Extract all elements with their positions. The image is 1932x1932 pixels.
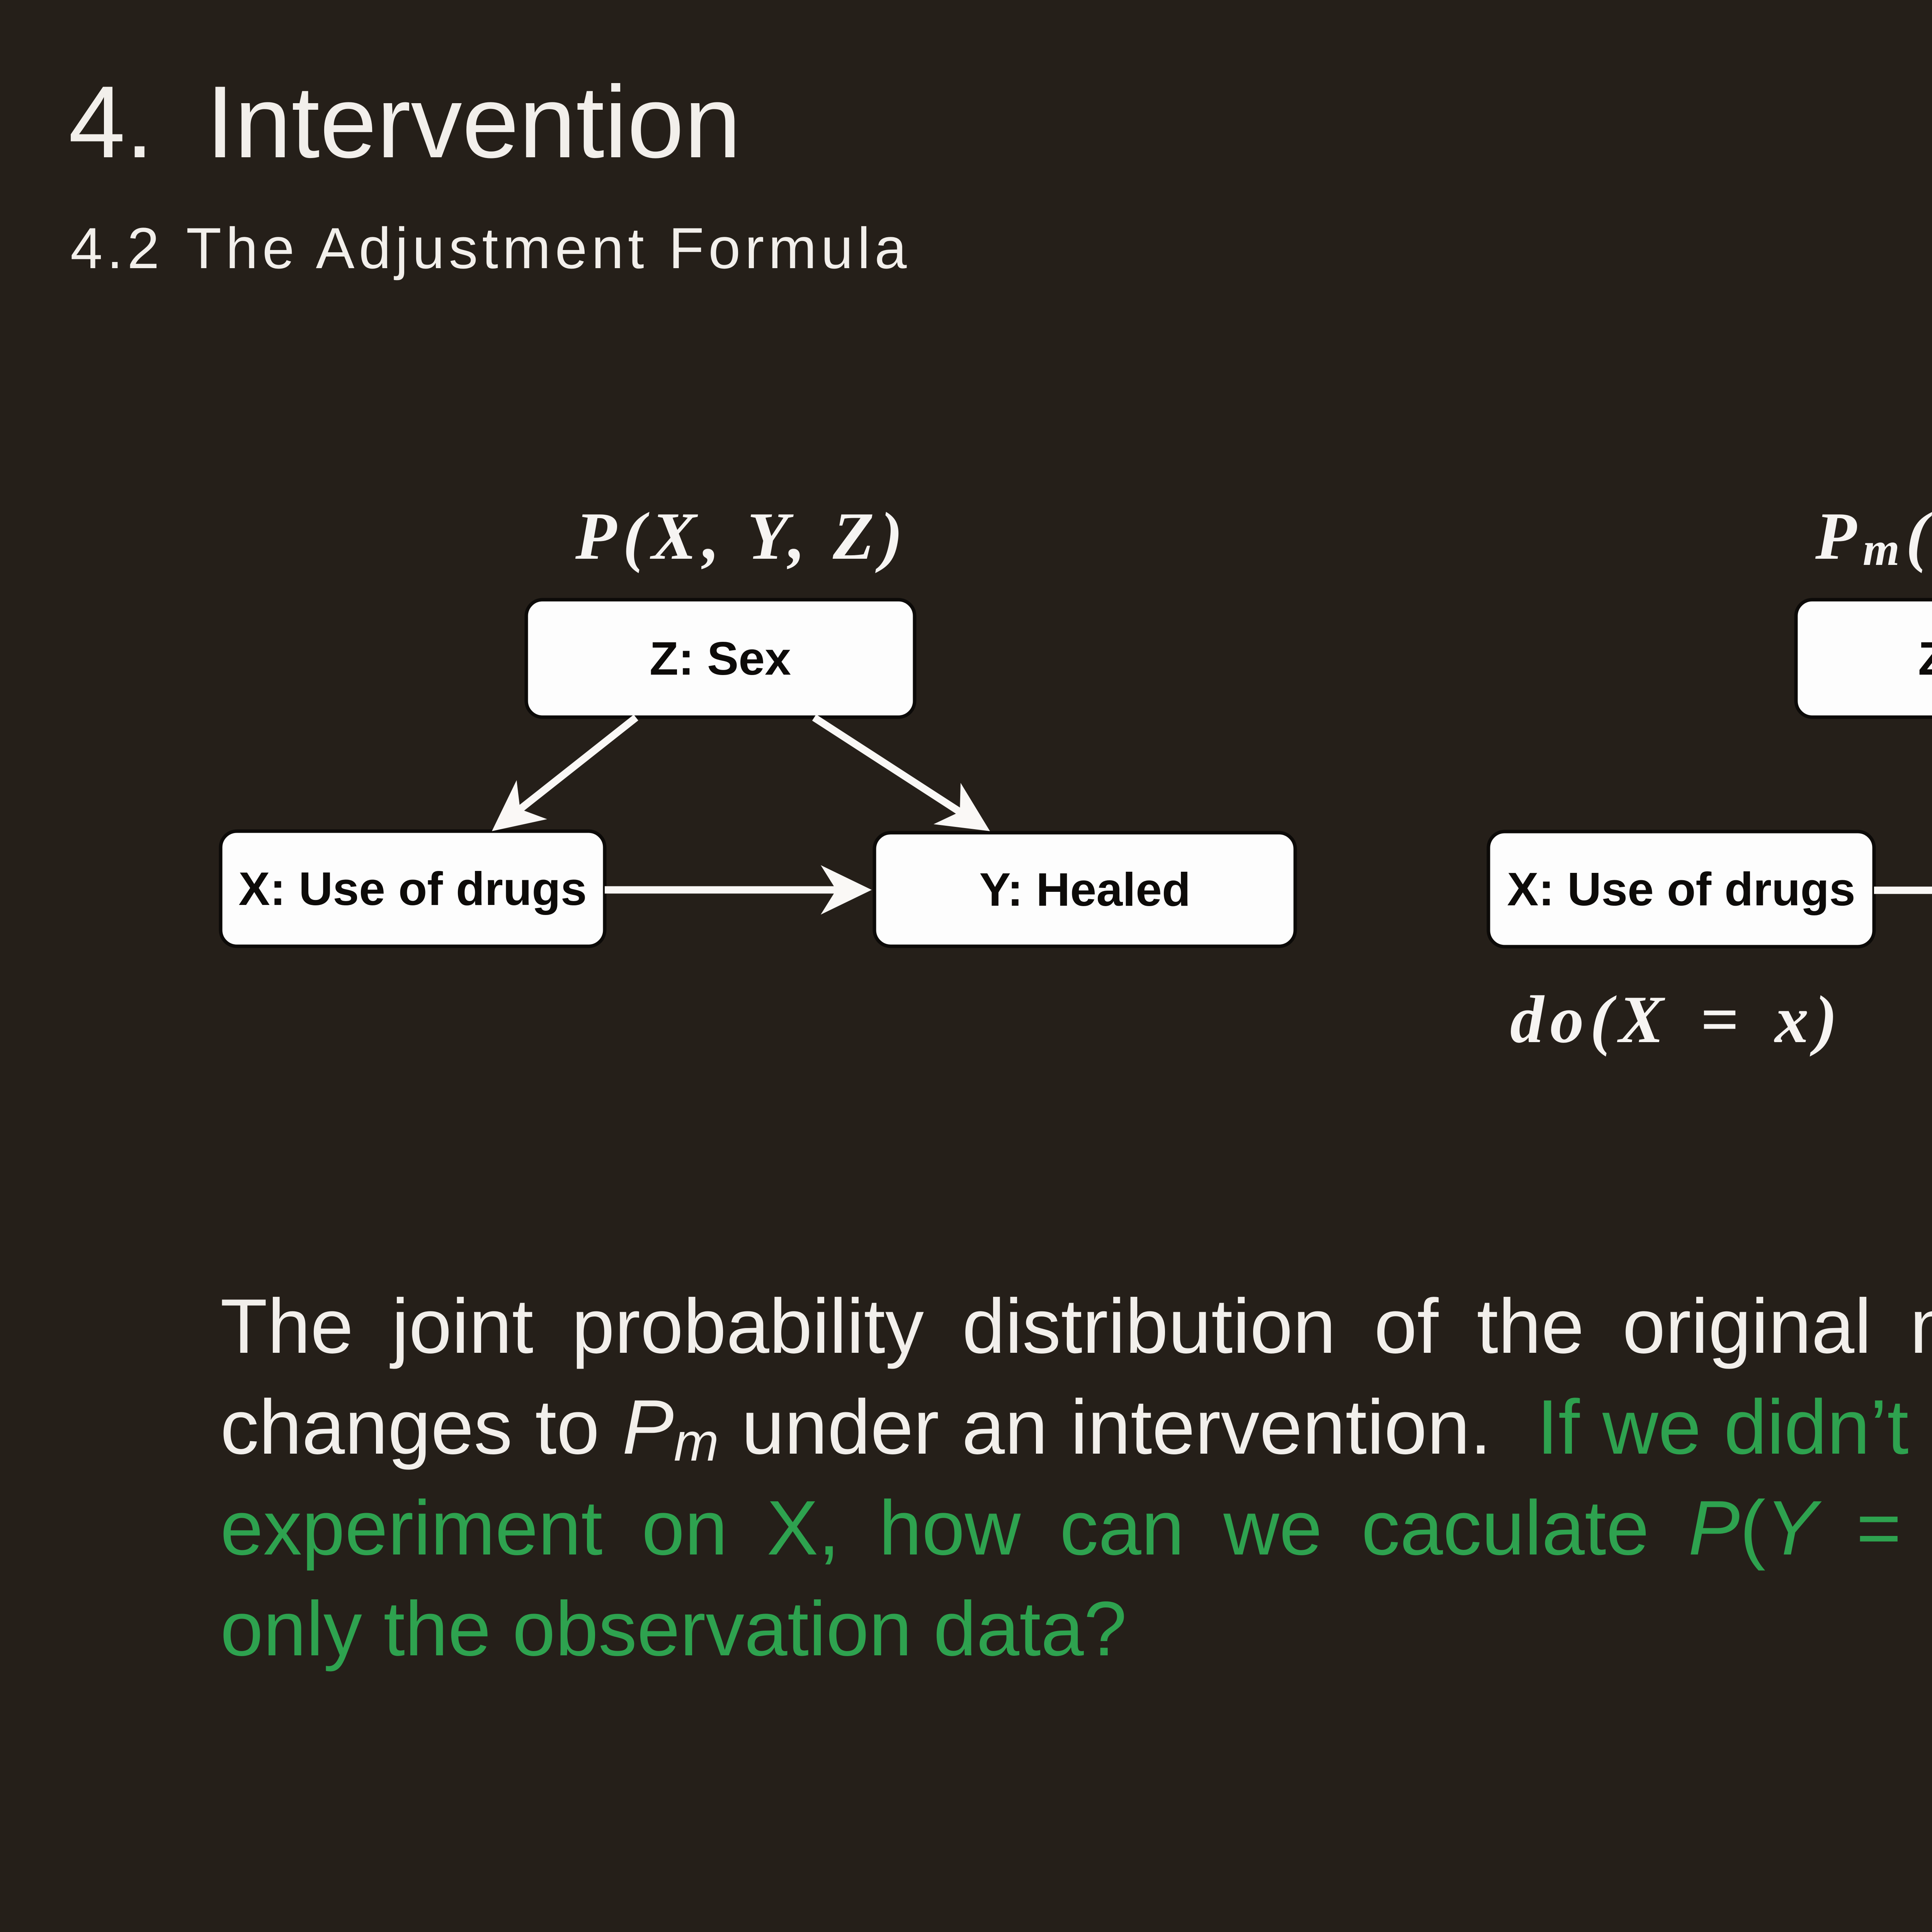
svg-text:Y: Healed: Y: Healed — [980, 863, 1191, 916]
svg-text:Z: Sex: Z: Sex — [650, 632, 791, 685]
svg-text:X: Use of drugs: X: Use of drugs — [238, 862, 587, 915]
svg-text:X: Use of drugs: X: Use of drugs — [1507, 863, 1855, 915]
svg-text:Z: Sex: Z: Sex — [1918, 632, 1932, 685]
